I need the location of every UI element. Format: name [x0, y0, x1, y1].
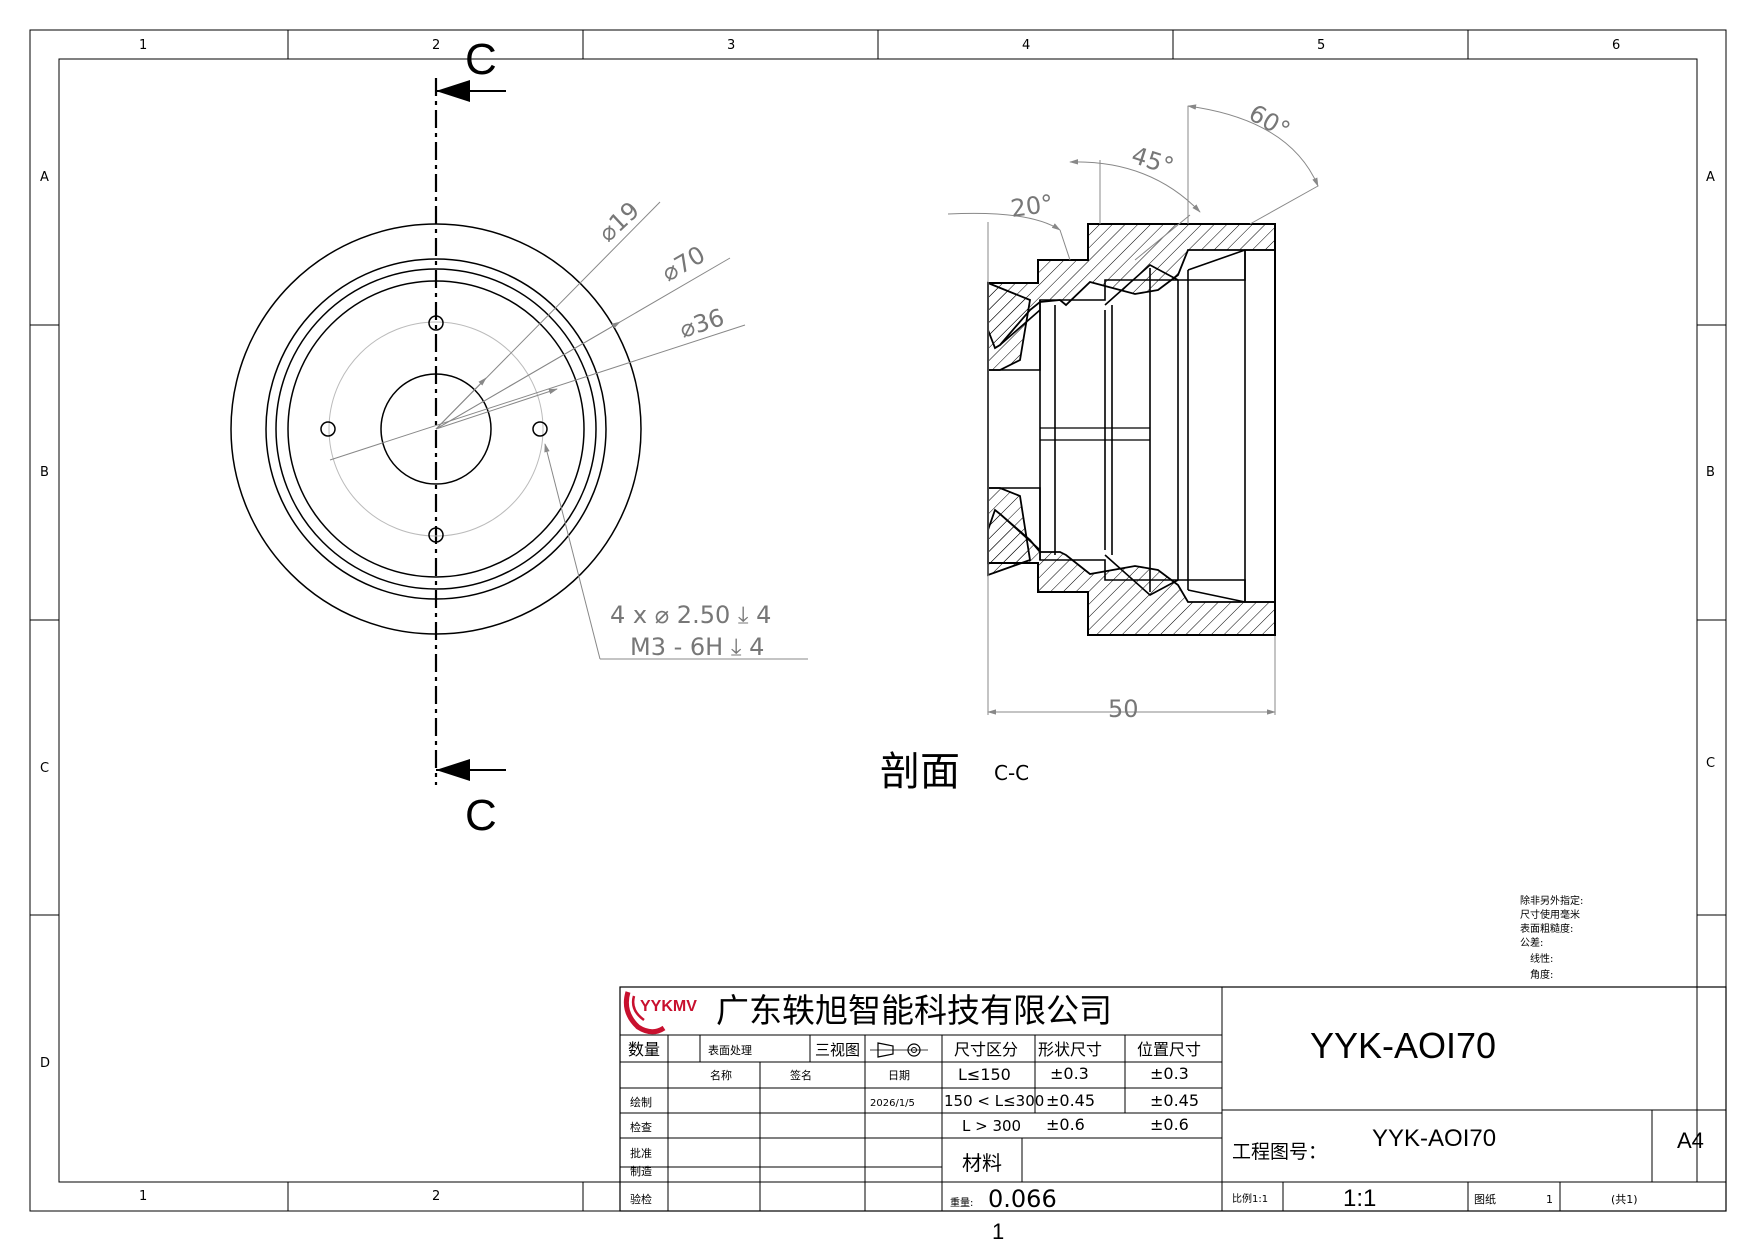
col-label-bottom: 1 [139, 1189, 147, 1204]
general-notes: 除非另外指定: 尺寸使用毫米 表面粗糙度: 公差: 线性: 角度: [1520, 894, 1583, 981]
drawing-no-label: 工程图号： [1232, 1141, 1327, 1163]
name-header: 名称 [710, 1068, 732, 1082]
row-label-right: B [1706, 465, 1715, 480]
logo-text: YYKMV [640, 998, 697, 1015]
row-label-right: A [1706, 170, 1715, 185]
scale-label: 比例1:1 [1232, 1192, 1268, 1205]
tol-row-range: L≤150 [958, 1065, 1011, 1084]
front-view: C C ⌀19 ⌀70 ⌀36 4 x ⌀ 2.50 ⤓ 4 M3 - 6H ⤓… [230, 35, 808, 840]
section-arrow-top [436, 80, 470, 102]
body-circle [287, 280, 585, 578]
note-line: 除非另外指定: [1520, 894, 1583, 907]
section-title: 剖面 [880, 749, 960, 795]
col-label-top: 2 [432, 38, 440, 53]
dim-d19: ⌀19 [593, 196, 645, 247]
bolt-hole [320, 421, 336, 437]
section-hatch [987, 223, 1276, 636]
angle-20: 20° [1009, 189, 1055, 223]
sheet-label: 图纸 [1474, 1193, 1496, 1206]
section-letter-top: C [465, 35, 497, 84]
col-label-top: 5 [1317, 38, 1325, 53]
section-view: 20° 45° 60° 50 剖面 C-C [880, 99, 1319, 795]
tol-row-range: 150 < L≤300 [944, 1092, 1044, 1110]
note-line: 角度: [1530, 968, 1553, 981]
dim-length: 50 [1108, 695, 1139, 723]
tol-row-form: ±0.3 [1050, 1064, 1089, 1083]
col-label-top: 6 [1612, 38, 1620, 53]
dim-d36: ⌀36 [676, 303, 727, 344]
tol-header-size: 尺寸区分 [954, 1040, 1018, 1059]
scale-value: 1:1 [1343, 1185, 1376, 1212]
date-header: 日期 [888, 1069, 910, 1082]
weight-value: 0.066 [988, 1185, 1057, 1213]
angle-60: 60° [1244, 99, 1295, 145]
sheet-total: (共1) [1611, 1193, 1638, 1206]
approve-label: 批准 [630, 1146, 652, 1160]
tol-row-form: ±0.45 [1046, 1091, 1095, 1110]
note-line: 尺寸使用毫米 [1520, 908, 1580, 921]
sheet-size: A4 [1677, 1128, 1704, 1153]
tol-row-position: ±0.3 [1150, 1064, 1189, 1083]
draw-date: 2026/1/5 [870, 1098, 915, 1109]
hole-callout-1: 4 x ⌀ 2.50 ⤓ 4 [610, 601, 771, 629]
bolt-hole [532, 421, 548, 437]
row-label-left: B [40, 465, 49, 480]
section-title-suffix: C-C [994, 761, 1029, 785]
outer-circle [230, 223, 642, 635]
part-title: YYK-AOI70 [1310, 1025, 1496, 1066]
row-label-left: C [40, 761, 49, 776]
sign-header: 签名 [790, 1068, 812, 1082]
inspect-label: 验检 [630, 1192, 652, 1206]
col-label-bottom: 2 [432, 1189, 440, 1204]
bolt-hole [428, 527, 444, 543]
bore-circle [380, 373, 492, 485]
tol-row-range: L > 300 [962, 1117, 1021, 1135]
draw-label: 绘制 [630, 1095, 652, 1109]
company-name: 广东轶旭智能科技有限公司 [716, 991, 1112, 1030]
section-letter-bottom: C [465, 791, 497, 840]
check-label: 检查 [630, 1120, 652, 1134]
row-label-left: A [40, 170, 49, 185]
company-logo: YYKMV [623, 991, 697, 1035]
qty-label: 数量 [628, 1040, 660, 1059]
row-label-right: C [1706, 756, 1715, 771]
tol-row-form: ±0.6 [1046, 1115, 1085, 1134]
note-line: 线性: [1530, 952, 1553, 965]
tol-row-position: ±0.45 [1150, 1091, 1199, 1110]
sheet-value: 1 [1546, 1193, 1553, 1206]
flange-circle [265, 258, 607, 600]
bottom-mark: 1 [992, 1219, 1004, 1241]
title-block: YYKMV 广东轶旭智能科技有限公司 数量 表面处理 三视图 名称 签名 日期 … [619, 986, 1727, 1241]
note-line: 公差: [1520, 936, 1543, 949]
border-column-labels: 1 2 3 4 5 6 1 2 [139, 38, 1620, 1204]
projection-symbol-icon [870, 1042, 928, 1058]
tol-row-position: ±0.6 [1150, 1115, 1189, 1134]
col-label-top: 1 [139, 38, 147, 53]
row-label-left: D [40, 1056, 50, 1071]
col-label-top: 3 [727, 38, 735, 53]
weight-label: 重量: [950, 1196, 973, 1209]
tol-header-form: 形状尺寸 [1038, 1040, 1102, 1059]
tol-header-position: 位置尺寸 [1137, 1040, 1201, 1059]
make-label: 制造 [630, 1164, 652, 1178]
three-view-label: 三视图 [815, 1041, 860, 1059]
note-line: 表面粗糙度: [1520, 922, 1573, 935]
col-label-top: 4 [1022, 38, 1030, 53]
drawing-no: YYK-AOI70 [1372, 1125, 1496, 1152]
angle-45: 45° [1128, 141, 1177, 181]
border-row-labels: A B C D A B C [40, 170, 1715, 1071]
surface-label: 表面处理 [708, 1043, 752, 1057]
flange-inner-circle [275, 268, 597, 590]
hole-callout-2: M3 - 6H ⤓ 4 [630, 633, 764, 661]
material-label: 材料 [962, 1151, 1002, 1175]
bolt-circle [328, 321, 544, 537]
section-arrow-bottom [436, 759, 470, 781]
bolt-hole [428, 315, 444, 331]
dim-d70: ⌀70 [657, 240, 710, 287]
